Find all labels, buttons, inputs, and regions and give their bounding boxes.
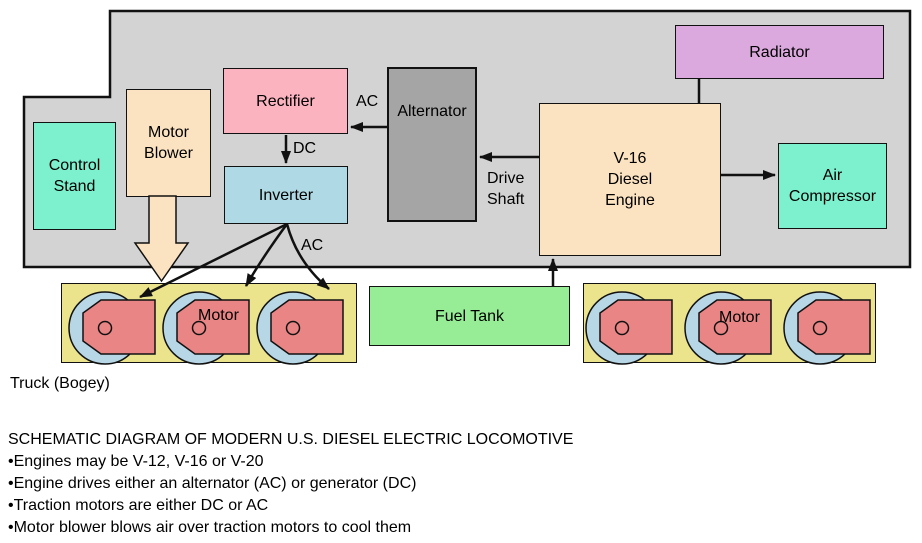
arrow-inverter-to-motor-2 xyxy=(244,223,289,287)
motor-blower-box: Motor Blower xyxy=(126,89,211,197)
motor-label-left: Motor xyxy=(198,307,239,324)
blower-air-flow-arrow xyxy=(133,195,190,283)
dc-label: DC xyxy=(293,140,317,157)
diesel-engine-box: V-16 Diesel Engine xyxy=(539,103,721,256)
motor-label-right: Motor xyxy=(719,309,760,326)
drive-shaft-label: Drive Shaft xyxy=(487,170,525,208)
caption-block: SCHEMATIC DIAGRAM OF MODERN U.S. DIESEL … xyxy=(8,429,914,539)
fuel-tank-box: Fuel Tank xyxy=(369,286,570,346)
caption-title: SCHEMATIC DIAGRAM OF MODERN U.S. DIESEL … xyxy=(8,431,574,448)
caption-bullet: •Engine drives either an alternator (AC)… xyxy=(8,475,417,492)
air-compressor-box: Air Compressor xyxy=(778,143,887,229)
caption-bullet: •Motor blower blows air over traction mo… xyxy=(8,519,412,536)
ac-label-inverter: AC xyxy=(301,237,324,254)
caption-bullet: •Engines may be V-12, V-16 or V-20 xyxy=(8,453,264,470)
caption-bullet: •Traction motors are either DC or AC xyxy=(8,497,269,514)
truck-bogey-label: Truck (Bogey) xyxy=(10,375,110,392)
radiator-box: Radiator xyxy=(675,25,884,79)
control-stand-box: Control Stand xyxy=(33,122,116,230)
arrow-inverter-to-motor-3 xyxy=(285,223,330,290)
ac-label-rectifier: AC xyxy=(356,93,379,110)
alternator-box: Alternator xyxy=(387,67,477,222)
inverter-box: Inverter xyxy=(224,166,348,224)
rectifier-box: Rectifier xyxy=(223,68,348,134)
